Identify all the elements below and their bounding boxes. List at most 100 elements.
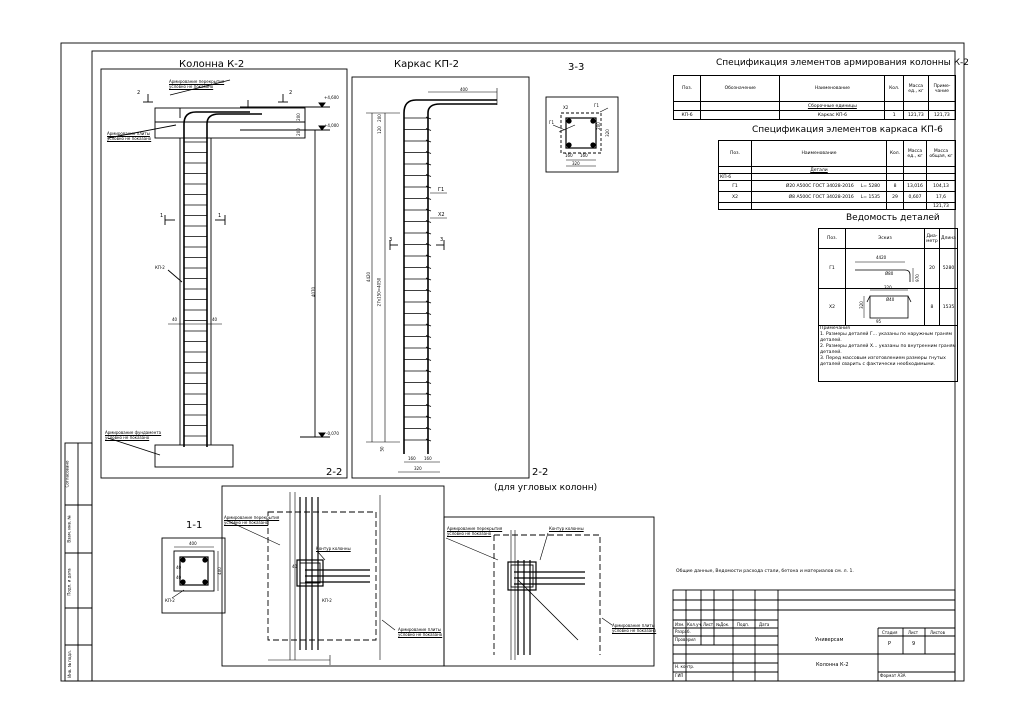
title-block-lines [672,589,956,682]
spec2-h-mass: Масса ед., кг [903,140,927,167]
stirrup-tick [425,392,432,396]
stirrup-tick [425,381,432,384]
stirrup-tick [425,312,432,315]
stirrup-tick [425,415,432,419]
stirrup-tick [425,220,432,223]
stamp-col-doc: №Док. [716,622,730,627]
dim-4420: 4420 [366,271,372,283]
section-2-2b [445,530,613,660]
side-stamp-lines [64,442,93,682]
spec1-h-name: Наименование [779,75,886,102]
label-x2: Х2 [438,212,445,218]
spec2-total: 121,73 [926,202,956,210]
section-1-1 [161,537,226,614]
stirrup-tick [425,266,432,269]
details-notes: Примечания 1. Размеры деталей Г... указа… [820,326,956,367]
dim-200b: 200 [295,128,301,136]
stirrup-tick [425,128,432,131]
spec1-r-pos: КП-6 [672,110,702,120]
dim-120-frame: 120 [376,126,382,134]
spec1-table: Поз. Обозначение Наименование Кол. Масса… [672,75,957,120]
dim-4070: 4070 [311,286,317,298]
spec2-section: Детали [751,166,887,174]
stamp-stage-header: Стадия [882,630,898,635]
sec22a-contour: Контур колонны [316,546,351,551]
g1-dim-hook: 970 [914,274,920,282]
side-inv-original: Инв. № подл. [66,650,72,678]
section-2-2a-title: 2-2 [326,467,343,478]
spec2-h-qty: Кол. [886,140,904,167]
level-4000: +4,000 [324,123,339,128]
section-2-2b-frame [443,516,655,667]
spec1-r-code [700,110,781,120]
side-inv-replaced: Взам. инв. № [66,515,72,543]
stirrup-tick [425,369,432,373]
stirrup-tick [425,404,432,407]
spec1-r-mass: 121,73 [902,110,929,120]
stirrup-tick [425,174,432,177]
level-0070: -0,070 [326,431,339,436]
stamp-sheet-header: Лист [908,630,919,635]
g1-dim-length: 4420 [876,255,887,260]
stamp-sheet-number: 9 [912,641,916,647]
stirrup-tick [425,162,432,166]
details-title: Ведомость деталей [846,213,940,223]
spec2-h-name: Наименование [751,140,887,167]
dim-step: 27х150=4050 [376,277,382,307]
stirrup-tick [425,438,432,442]
cut-3-left: 3 [389,237,393,243]
label-plate-reinf: Армирование плиты условно не показано [107,131,152,141]
spec1-r-qty: 1 [884,110,904,120]
dim-200a: 200 [295,113,301,121]
side-agreed: Согласовано [64,460,70,488]
spec1-h-note: Приме-чание [927,75,957,102]
stirrup-tick [425,254,432,258]
g1-dim-bend: Ø80 [885,271,894,276]
sec22b-plate: Армирование плиты условно не показано [612,623,657,633]
spec2-h-total: Масса общая, кг [926,140,956,167]
stirrup-tick [425,346,432,350]
stirrup-tick [425,231,432,235]
stirrup-tick [425,323,432,327]
stirrup-tick [425,300,432,304]
frame-view-frame [351,76,530,479]
stamp-sheet-name: Колонна К-2 [816,662,849,668]
stamp-format: Формат А3А [880,673,906,678]
sec33-160a: 160 [565,153,573,158]
details-row: Х2 8 1535 [818,288,959,326]
section-3-3 [545,96,619,173]
spec2-group: КП-6 [718,173,752,181]
stamp-col-sign: Подп. [737,622,750,627]
cut-2-left: 2 [137,90,141,96]
sec22b-floor: Армирование перекрытия условно не показа… [447,526,503,536]
label-g1: Г1 [438,187,445,193]
corner-columns-note: (для угловых колонн) [494,483,598,493]
stamp-col-date: Дата [759,622,770,627]
spec1-r-note: 121,73 [927,110,957,120]
section-3-3-title: 3-3 [568,62,585,73]
section-2-2b-title: 2-2 [532,467,549,478]
stirrup-tick [425,116,432,120]
spec1-h-code: Обозначение [700,75,781,102]
sec11-400: 400 [189,541,197,546]
sec33-g1a: Г1 [549,120,554,125]
details-h-sketch: Эскиз [844,228,925,249]
details-h-pos: Поз. [818,228,846,249]
details-row: Г1 20 5280 [818,248,959,289]
spec2-title: Спецификация элементов каркаса КП-6 [752,125,943,135]
x2-dim-width: 320 [884,285,892,290]
spec1-title: Спецификация элементов армирования колон… [716,58,969,68]
spec2-row: Г1 Ø20 А500С ГОСТ 34028-2016 L= 5280 8 1… [718,180,956,192]
dim-320-frame: 320 [414,466,422,471]
dim-160a-frame: 160 [408,456,416,461]
details-table: Поз. Эскиз Диа-метр Длина Г1 20 5280 Х2 … [818,228,959,382]
details-h-len: Длина [938,228,959,249]
stamp-checker: Проверил [675,637,696,642]
sec11-kp2: КП-2 [165,598,175,603]
label-foundation-reinf: Армирование фундамента условно не показа… [105,430,162,440]
stamp-col-change: Изм. [675,622,685,627]
stamp-stage: Р [888,641,892,647]
sec33-320b: 320 [604,129,610,137]
column-elevation [107,79,330,468]
